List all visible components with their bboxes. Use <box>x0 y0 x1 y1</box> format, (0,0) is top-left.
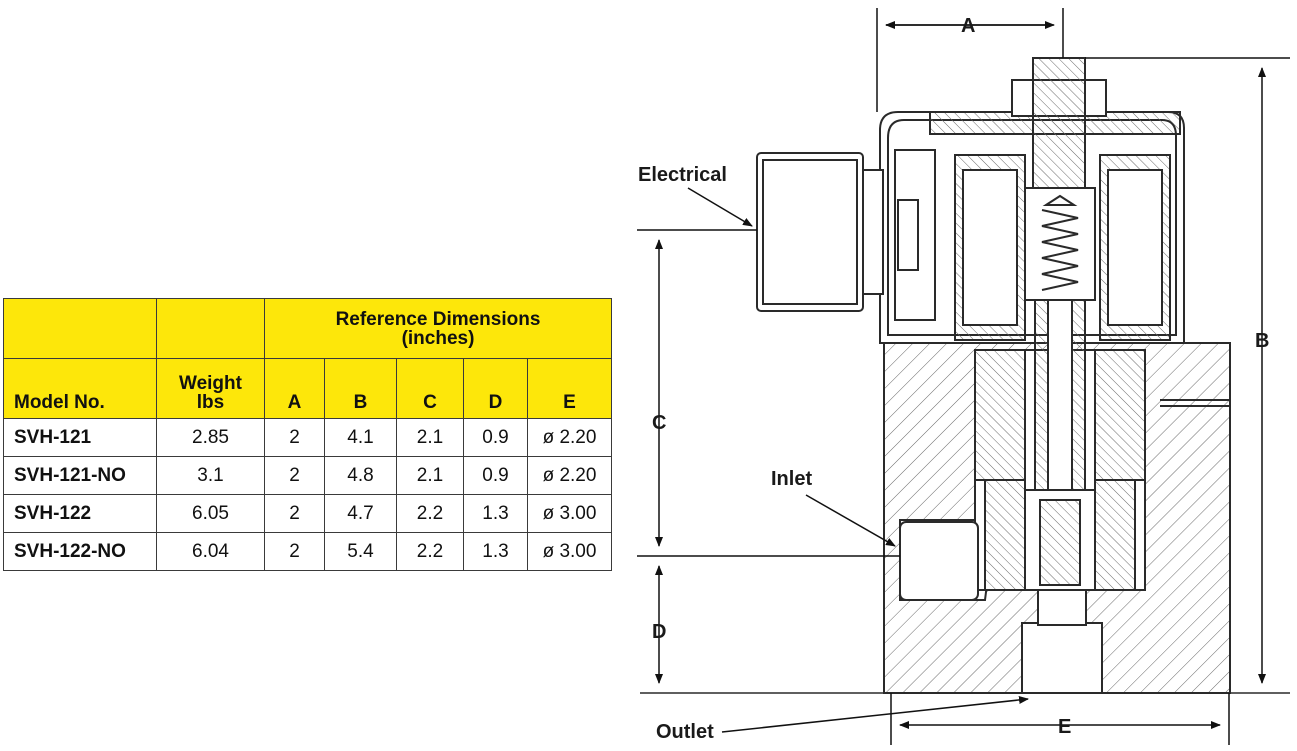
cell-e: ø 2.20 <box>527 418 612 457</box>
cell-b: 4.8 <box>324 456 397 495</box>
header-weight-line1: Weight <box>179 373 242 394</box>
label-electrical: Electrical <box>638 164 727 186</box>
cell-model: SVH-122-NO <box>3 532 157 571</box>
cell-a: 2 <box>264 532 325 571</box>
electrical-connector <box>756 149 936 321</box>
label-dim-a: A <box>961 15 975 37</box>
header-weight: Weight lbs <box>156 358 265 419</box>
header-col-a: A <box>264 358 325 419</box>
valve-stem <box>1011 57 1107 591</box>
cell-d: 0.9 <box>463 456 528 495</box>
reference-dimensions-table: Reference Dimensions (inches) Model No. … <box>3 298 612 571</box>
header-col-c: C <box>396 358 464 419</box>
label-dim-b: B <box>1255 330 1269 352</box>
table-row: SVH-122-NO 6.04 2 5.4 2.2 1.3 ø 3.00 <box>3 532 612 571</box>
cell-model: SVH-121 <box>3 418 157 457</box>
cell-a: 2 <box>264 418 325 457</box>
cell-b: 4.7 <box>324 494 397 533</box>
header-group-line1: Reference Dimensions <box>335 308 541 330</box>
solenoid-valve-cross-section-diagram: Electrical Inlet Outlet A B C D E <box>637 8 1290 745</box>
header-reference-dimensions: Reference Dimensions (inches) <box>264 298 612 359</box>
dimension-e <box>890 693 1230 745</box>
cell-d: 1.3 <box>463 532 528 571</box>
cell-weight: 6.04 <box>156 532 265 571</box>
inlet-fitting <box>899 521 979 601</box>
cell-c: 2.2 <box>396 532 464 571</box>
cell-model: SVH-122 <box>3 494 157 533</box>
table-row: SVH-121 2.85 2 4.1 2.1 0.9 ø 2.20 <box>3 418 612 457</box>
cell-e: ø 3.00 <box>527 494 612 533</box>
header-group-line2: (inches) <box>401 327 475 349</box>
cell-weight: 2.85 <box>156 418 265 457</box>
cell-c: 2.2 <box>396 494 464 533</box>
callout-leaders <box>687 187 1029 733</box>
header-weight-line2: lbs <box>196 392 225 413</box>
header-blank-model <box>3 298 157 359</box>
table-row: SVH-121-NO 3.1 2 4.8 2.1 0.9 ø 2.20 <box>3 456 612 495</box>
cell-d: 0.9 <box>463 418 528 457</box>
header-col-e: E <box>527 358 612 419</box>
dimension-b <box>1085 57 1290 684</box>
label-dim-e: E <box>1058 716 1071 738</box>
cell-a: 2 <box>264 494 325 533</box>
cell-c: 2.1 <box>396 456 464 495</box>
cell-model: SVH-121-NO <box>3 456 157 495</box>
cell-e: ø 2.20 <box>527 456 612 495</box>
table-row: SVH-122 6.05 2 4.7 2.2 1.3 ø 3.00 <box>3 494 612 533</box>
cell-e: ø 3.00 <box>527 532 612 571</box>
label-inlet: Inlet <box>771 468 812 490</box>
header-blank-weight <box>156 298 265 359</box>
cell-d: 1.3 <box>463 494 528 533</box>
cell-a: 2 <box>264 456 325 495</box>
header-col-b: B <box>324 358 397 419</box>
label-outlet: Outlet <box>656 721 714 743</box>
dimension-c <box>637 229 900 557</box>
dimension-a <box>876 8 1064 112</box>
header-col-d: D <box>463 358 528 419</box>
label-dim-c: C <box>652 412 666 434</box>
label-dim-d: D <box>652 621 666 643</box>
cell-b: 4.1 <box>324 418 397 457</box>
cell-b: 5.4 <box>324 532 397 571</box>
cell-c: 2.1 <box>396 418 464 457</box>
header-model-no: Model No. <box>3 358 157 419</box>
cell-weight: 3.1 <box>156 456 265 495</box>
cell-weight: 6.05 <box>156 494 265 533</box>
